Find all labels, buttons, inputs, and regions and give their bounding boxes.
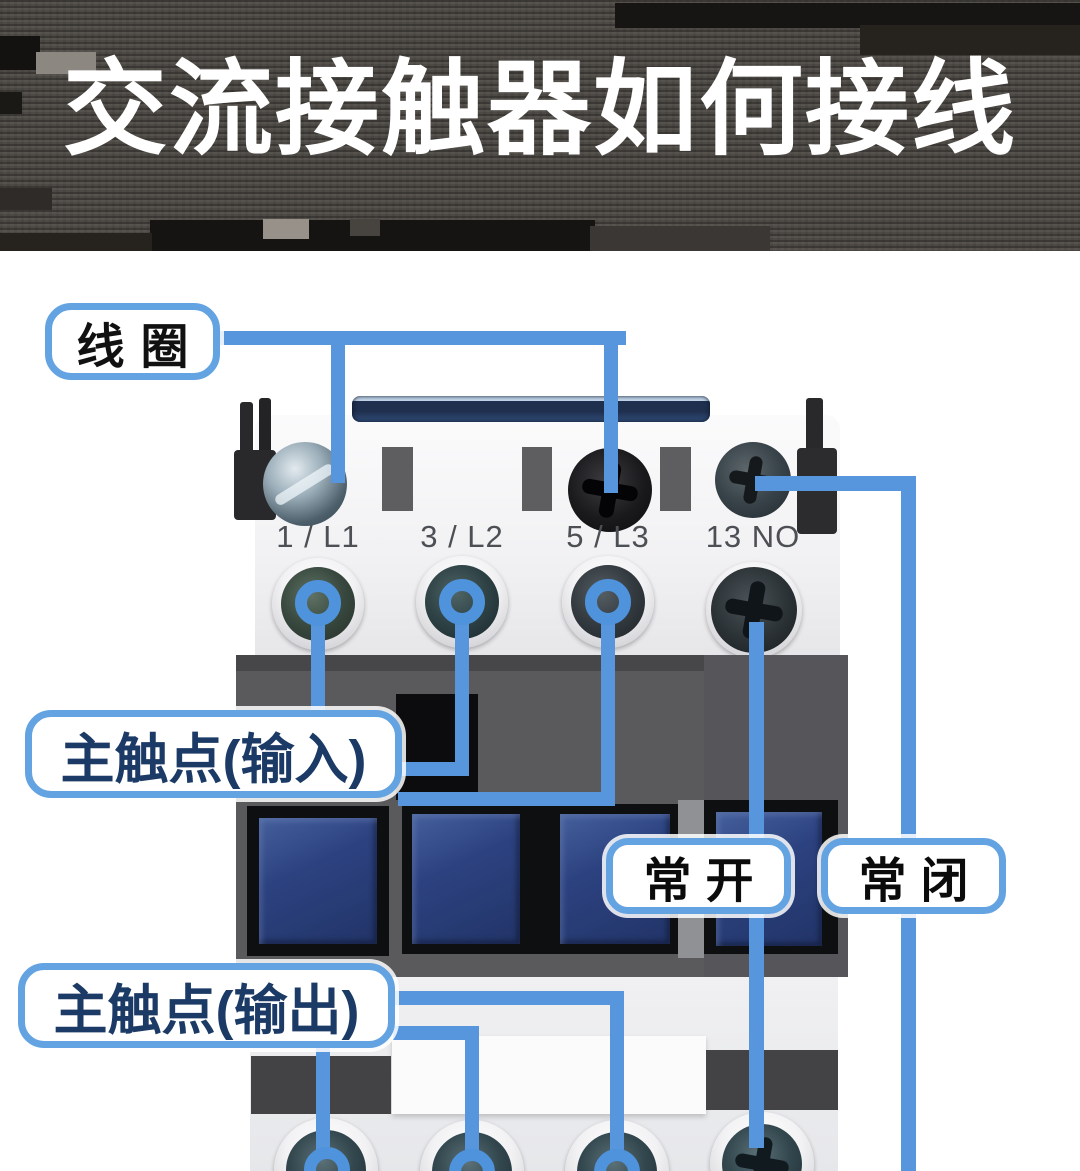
blue-window (259, 818, 377, 944)
glitch-bar (36, 52, 96, 74)
terminal-label-1-l1: 1 / L1 (276, 519, 360, 554)
output-callout-line (610, 991, 624, 1158)
mounting-clip-left (240, 402, 253, 454)
glitch-bar (0, 188, 52, 210)
glitch-bar (0, 92, 22, 114)
normally-closed-callout-label: 常闭 (821, 838, 1006, 914)
main-contacts-input-callout-label: 主触点(输入) (25, 710, 402, 798)
coil-callout-label: 线圈 (45, 303, 220, 380)
terminal-separator (522, 447, 552, 511)
normally-open-callout-label: 常开 (606, 838, 791, 914)
output-callout-line (465, 1026, 479, 1158)
glitch-bar (615, 3, 1080, 28)
mounting-clip-left (259, 398, 271, 454)
glitch-bar (860, 25, 1080, 55)
screw-ring-marker (585, 579, 631, 625)
coil-callout-line (216, 331, 626, 345)
terminal-separator (660, 447, 691, 511)
terminal-label-3-l2: 3 / L2 (420, 519, 504, 554)
mounting-clip-right (806, 398, 823, 452)
screw-ring-marker (304, 1147, 350, 1171)
coil-callout-line (331, 341, 345, 483)
glitch-bar (0, 36, 40, 70)
coil-callout-line (604, 341, 618, 493)
terminal-separator (382, 447, 413, 511)
contactor-mid-housing-edge (236, 655, 848, 671)
glitch-bar (350, 219, 380, 236)
input-callout-line (601, 614, 615, 806)
input-callout-line (311, 614, 325, 714)
mounting-clip-right (797, 448, 837, 534)
normally-closed-callout-line (755, 476, 915, 491)
input-callout-line (455, 614, 469, 776)
bottom-housing-recess (706, 1050, 838, 1110)
normally-closed-callout-line (901, 476, 916, 1171)
screw-ring-marker (439, 579, 485, 625)
bottom-housing-step (392, 1036, 706, 1114)
input-callout-line (398, 792, 615, 806)
screw-ring-marker (295, 580, 341, 626)
terminal-label-5-l3: 5 / L3 (566, 519, 650, 554)
output-callout-line (393, 991, 624, 1005)
output-callout-line (316, 1044, 330, 1156)
input-callout-line (398, 762, 469, 776)
glitch-bar (263, 219, 309, 239)
main-contacts-output-callout-label: 主触点(输出) (18, 963, 395, 1048)
title-banner: 交流接触器如何接线 (0, 0, 1080, 251)
terminal-label-13-no: 13 NO (705, 519, 801, 554)
blue-window (412, 814, 520, 944)
page-title: 交流接触器如何接线 (62, 52, 1017, 168)
output-callout-line (393, 1026, 479, 1040)
nameplate-strip (352, 396, 710, 422)
glitch-bar (0, 233, 152, 251)
glitch-bar (590, 226, 770, 251)
